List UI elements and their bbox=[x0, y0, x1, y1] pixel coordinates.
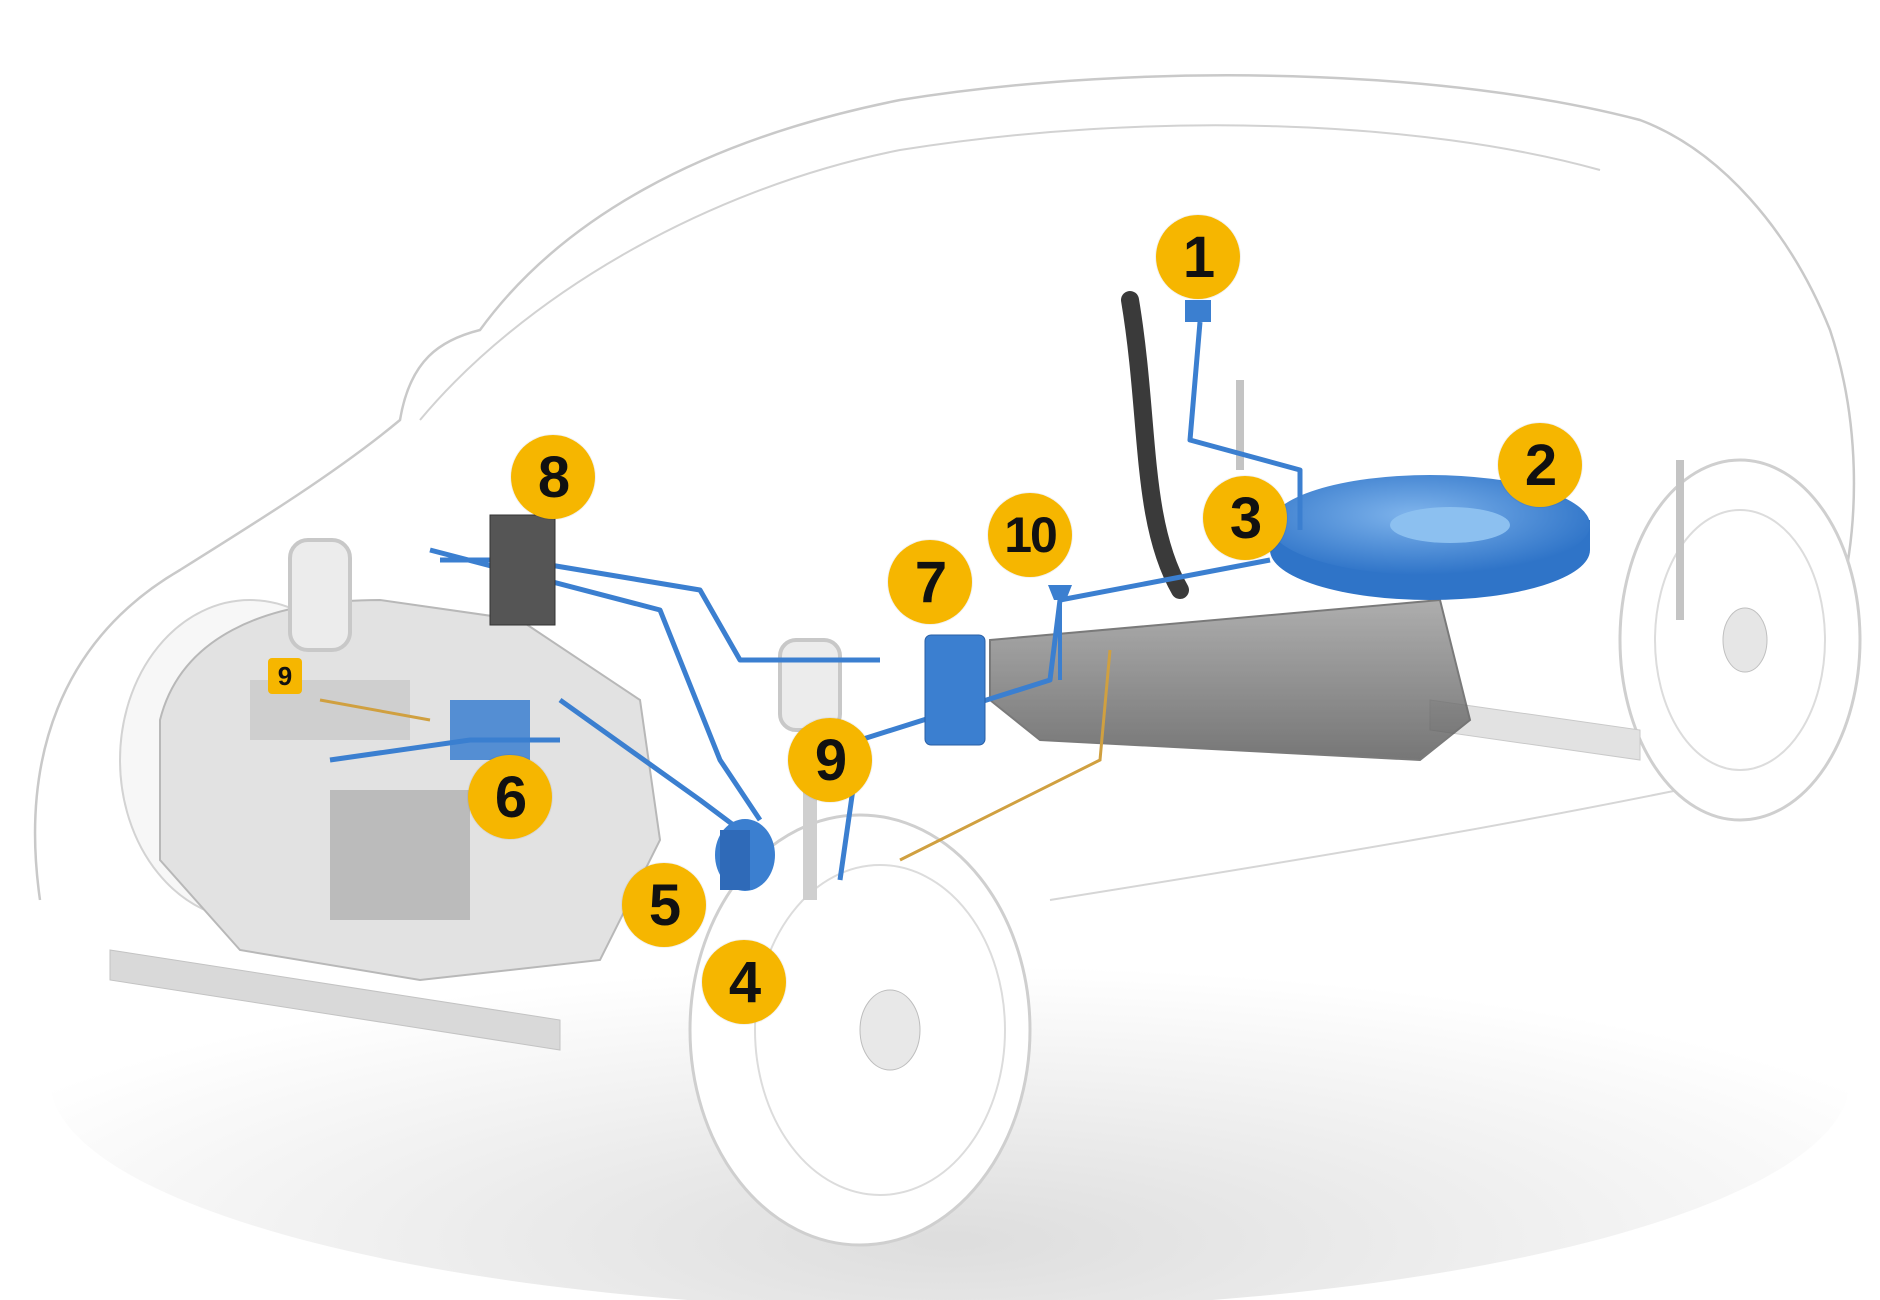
front-wheel bbox=[688, 813, 1032, 1247]
callout-5: 5 bbox=[622, 863, 706, 947]
callout-9-small-tag: 9 bbox=[268, 658, 302, 694]
engine-block bbox=[159, 598, 662, 982]
callout-2: 2 bbox=[1498, 423, 1582, 507]
callout-10: 10 bbox=[988, 493, 1072, 577]
callout-7: 7 bbox=[888, 540, 972, 624]
callout-9: 9 bbox=[788, 718, 872, 802]
wiring-harness bbox=[319, 649, 1112, 862]
callout-3: 3 bbox=[1203, 476, 1287, 560]
callout-1: 1 bbox=[1156, 215, 1240, 299]
gas-filter bbox=[1048, 585, 1072, 600]
callout-8: 8 bbox=[511, 435, 595, 519]
front-subframe bbox=[109, 949, 561, 1051]
callout-4: 4 bbox=[702, 940, 786, 1024]
lpg-tank bbox=[1270, 475, 1590, 600]
lpg-reducer bbox=[924, 634, 986, 746]
car-body-outline bbox=[33, 74, 1856, 901]
rear-wheel bbox=[1618, 458, 1862, 822]
callout-6: 6 bbox=[468, 755, 552, 839]
injector-rail bbox=[450, 700, 530, 760]
lpg-filler-valve bbox=[1185, 300, 1211, 322]
car-window-line bbox=[419, 124, 1601, 421]
fuel-filler-neck bbox=[1121, 291, 1189, 599]
lpg-ecu bbox=[489, 514, 556, 626]
vaporiser bbox=[715, 819, 775, 891]
